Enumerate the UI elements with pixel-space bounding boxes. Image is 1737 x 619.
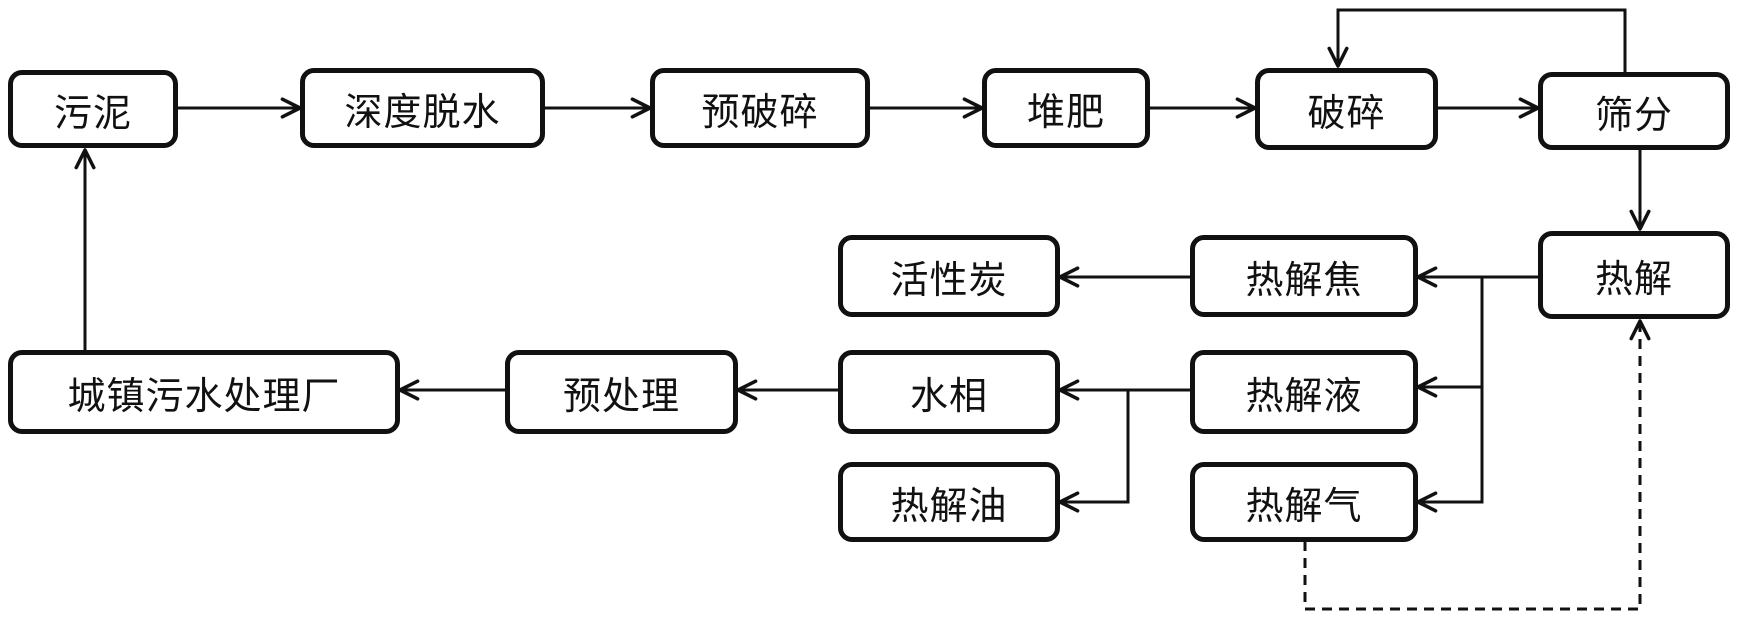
edge-liquid-to-oil [1058,390,1130,513]
node-pyrolysis-oil: 热解油 [838,462,1060,542]
node-pyrolysis: 热解 [1538,231,1730,319]
edge-gas-to-pyrolysis-dashed [1303,319,1651,611]
node-wwtp: 城镇污水处理厂 [8,350,400,434]
node-aqueous-phase: 水相 [838,350,1060,434]
edge-pyrolysis-to-gas [1416,387,1484,513]
node-pyrolysis-char: 热解焦 [1190,235,1418,317]
node-composting: 堆肥 [982,68,1150,148]
node-crushing: 破碎 [1255,68,1438,150]
node-pre-crushing: 预破碎 [650,68,870,148]
node-pretreatment: 预处理 [505,350,738,434]
edge-pyrolysis-to-liquid [1416,277,1484,398]
node-pyrolysis-liquid: 热解液 [1190,350,1418,434]
node-pyrolysis-gas: 热解气 [1190,462,1418,542]
node-screening: 筛分 [1538,72,1730,150]
node-sludge: 污泥 [8,70,178,148]
edge-screening-to-crushing [1327,8,1627,72]
node-activated-carbon: 活性炭 [838,235,1060,317]
node-deep-dewatering: 深度脱水 [300,68,545,148]
